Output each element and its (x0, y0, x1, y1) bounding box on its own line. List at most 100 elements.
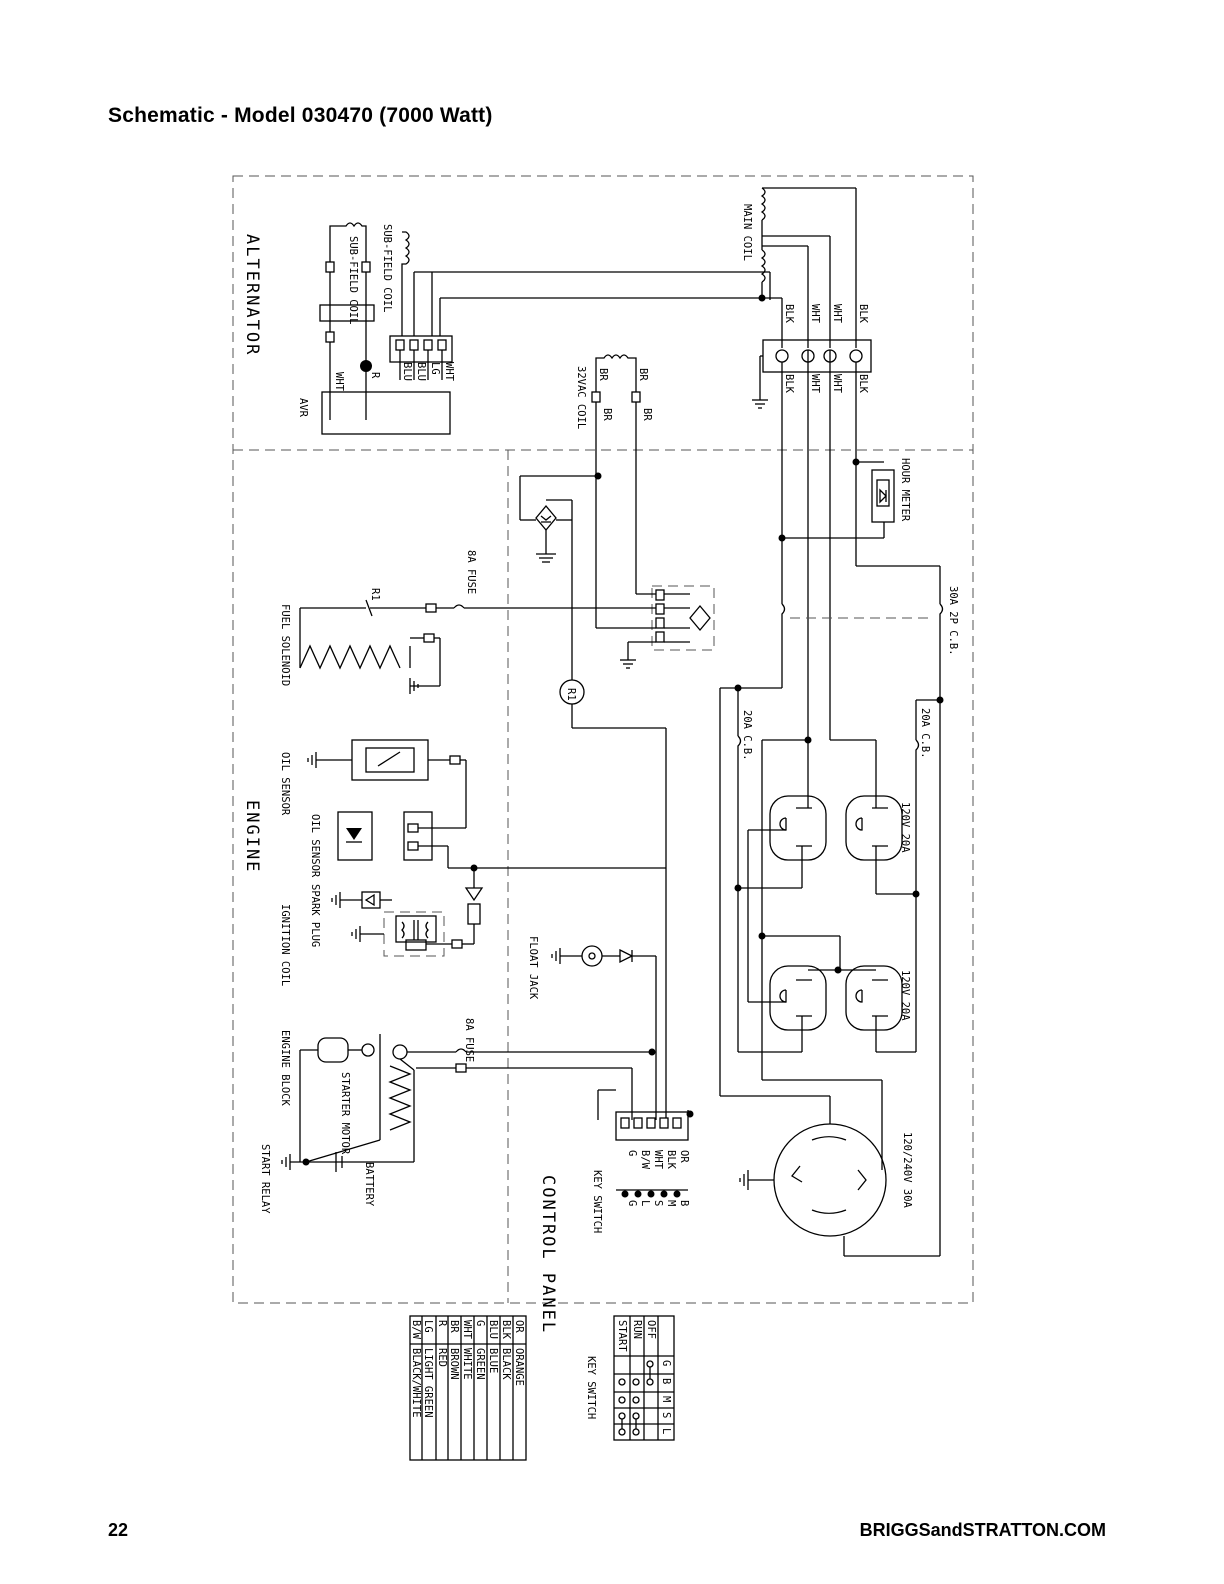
label-r1-contact: R1 (369, 588, 381, 601)
page-number: 22 (108, 1520, 129, 1540)
legend-code-blu: BLU (487, 1320, 499, 1339)
legend-name-red: RED (436, 1348, 448, 1367)
ignition-system: SPARK PLUG IGNITION COIL (279, 868, 484, 986)
legend-code-lg: LG (422, 1320, 434, 1333)
pin-b: B (678, 1200, 690, 1206)
region-borders (232, 175, 974, 1304)
tag-wht-5: WHT (333, 372, 345, 392)
label-fuse-top: 8A FUSE (465, 550, 477, 594)
tag-wht-3: WHT (809, 374, 821, 394)
legend-name-black-white: BLACK/WHITE (410, 1348, 422, 1418)
tag-wht-1: WHT (809, 304, 821, 324)
key-switch-table: OFF RUN START G B M S L KEY SWITCH (585, 1315, 675, 1441)
ks-col-m: M (660, 1396, 672, 1402)
legend-name-light-green: LIGHT GREEN (422, 1348, 434, 1418)
section-alternator: ALTERNATOR (242, 234, 262, 356)
label-start-relay: START RELAY (259, 1144, 271, 1214)
legend-name-brown: BROWN (448, 1348, 460, 1380)
website-footer: BRIGGSandSTRATTON.COM (859, 1520, 1106, 1540)
label-fuse-bottom: 8A FUSE (463, 1018, 475, 1062)
tag-blk-3: BLK (783, 374, 795, 394)
label-receptacle-twistlock: 120/240V 30A (901, 1132, 913, 1209)
ks-col-g: G (660, 1360, 672, 1366)
section-control-panel: CONTROL PANEL (538, 1175, 558, 1334)
legend-code-or: OR (513, 1320, 525, 1333)
tag-br-4: BR (641, 408, 653, 421)
label-spark-plug: SPARK PLUG (309, 884, 321, 947)
label-hour-meter: HOUR METER (899, 458, 911, 522)
label-cb-20a-right: 20A C.B. (919, 708, 931, 759)
legend-name-black: BLACK (500, 1348, 512, 1380)
cb-20a: 20A C.B. 20A C.B. (737, 688, 931, 1052)
ks-col-b: B (660, 1378, 672, 1384)
label-avr: AVR (297, 398, 309, 418)
ks-col-l: L (660, 1428, 672, 1434)
label-cb-20a-left: 20A C.B. (741, 710, 753, 761)
label-receptacle-upper: 120V 20A (899, 802, 911, 853)
tag-blk-1: BLK (783, 304, 795, 324)
label-oil-sensor-a: OIL SENSOR (279, 752, 291, 816)
label-battery: BATTERY (363, 1162, 375, 1207)
pin-s: S (652, 1200, 664, 1206)
legend-code-r: R (436, 1320, 448, 1327)
legend-code-wht: WHT (461, 1320, 473, 1340)
page-title: Schematic - Model 030470 (7000 Watt) (108, 104, 493, 127)
tag-wht-6: WHT (443, 362, 455, 382)
vac-coil: BR BR BR BR 32VAC COIL (575, 354, 653, 628)
tag-br-3: BR (601, 408, 613, 421)
oil-sensor-module: OIL SENSOR (309, 811, 666, 878)
tag-wht-2: WHT (831, 304, 843, 324)
rectifier-circuit: R1 8A FUSE (453, 475, 715, 1120)
label-oil-sensor-b: OIL SENSOR (309, 814, 321, 878)
ks-col-s: S (660, 1412, 672, 1418)
ks-contacts (618, 1360, 654, 1436)
avr-box (321, 391, 451, 435)
label-sub-field-coil-b: SUB-FIELD COIL (381, 224, 393, 313)
tag-g: G (626, 1150, 638, 1156)
float-jack: FLOAT JACK (527, 936, 657, 1120)
tag-wht-7: WHT (652, 1150, 664, 1170)
key-switch: G B/W WHT BLK OR G L S M B KEY SWITCH (591, 1089, 694, 1233)
fuel-solenoid: R1 FUEL SOLENOID (279, 588, 454, 694)
tag-blk-2: BLK (857, 304, 869, 324)
ks-row-start: START (616, 1320, 628, 1352)
tag-r: R (369, 372, 381, 379)
oil-sensor-switch: OIL SENSOR (279, 739, 467, 828)
ks-table-title: KEY SWITCH (585, 1356, 597, 1419)
tag-blu-2: BLU (415, 362, 427, 381)
ks-row-off: OFF (645, 1320, 657, 1339)
label-r1-relay: R1 (565, 688, 577, 701)
pin-l: L (639, 1200, 651, 1206)
hour-meter: HOUR METER (778, 362, 911, 566)
main-coil: MAIN COIL (741, 187, 766, 283)
receptacles-upper: 120V 20A (734, 736, 920, 1080)
section-engine: ENGINE (242, 800, 262, 873)
legend-name-blue: BLUE (487, 1348, 499, 1373)
label-cb-30a: 30A 2P C.B. (947, 586, 959, 656)
label-float-jack: FLOAT JACK (527, 936, 539, 1000)
sub-field-coil: SUB-FIELD COIL WHT R SUB-FIELD COIL BLU … (297, 222, 455, 435)
label-main-coil: MAIN COIL (741, 204, 753, 261)
ks-row-run: RUN (631, 1320, 643, 1339)
pin-m: M (665, 1200, 677, 1206)
legend-name-orange: ORANGE (513, 1348, 525, 1386)
starter-circuit: 8A FUSE ENGINE BLOCK STARTER MOTOR START… (259, 1018, 656, 1214)
legend-code-g: G (474, 1320, 486, 1326)
tag-lg: LG (429, 362, 441, 375)
label-ignition-coil: IGNITION COIL (279, 904, 291, 986)
tag-blu-1: BLU (401, 362, 413, 381)
tag-wht-4: WHT (831, 374, 843, 394)
receptacles-lower: 120V 20A (738, 908, 917, 1053)
legend-name-white: WHITE (461, 1348, 473, 1380)
label-key-switch: KEY SWITCH (591, 1170, 603, 1233)
tag-blk-5: BLK (665, 1150, 677, 1170)
tag-blk-4: BLK (857, 374, 869, 394)
receptacle-twistlock: 120/240V 30A (720, 1079, 940, 1257)
label-vac-coil: 32VAC COIL (575, 366, 587, 429)
legend-code-br: BR (448, 1320, 460, 1333)
label-receptacle-lower: 120V 20A (899, 970, 911, 1021)
tag-br-1: BR (597, 368, 609, 381)
label-fuel-solenoid: FUEL SOLENOID (279, 604, 291, 686)
alternator-wiring: BLK WHT WHT BLK BLK WHT WHT BLK (431, 187, 872, 409)
